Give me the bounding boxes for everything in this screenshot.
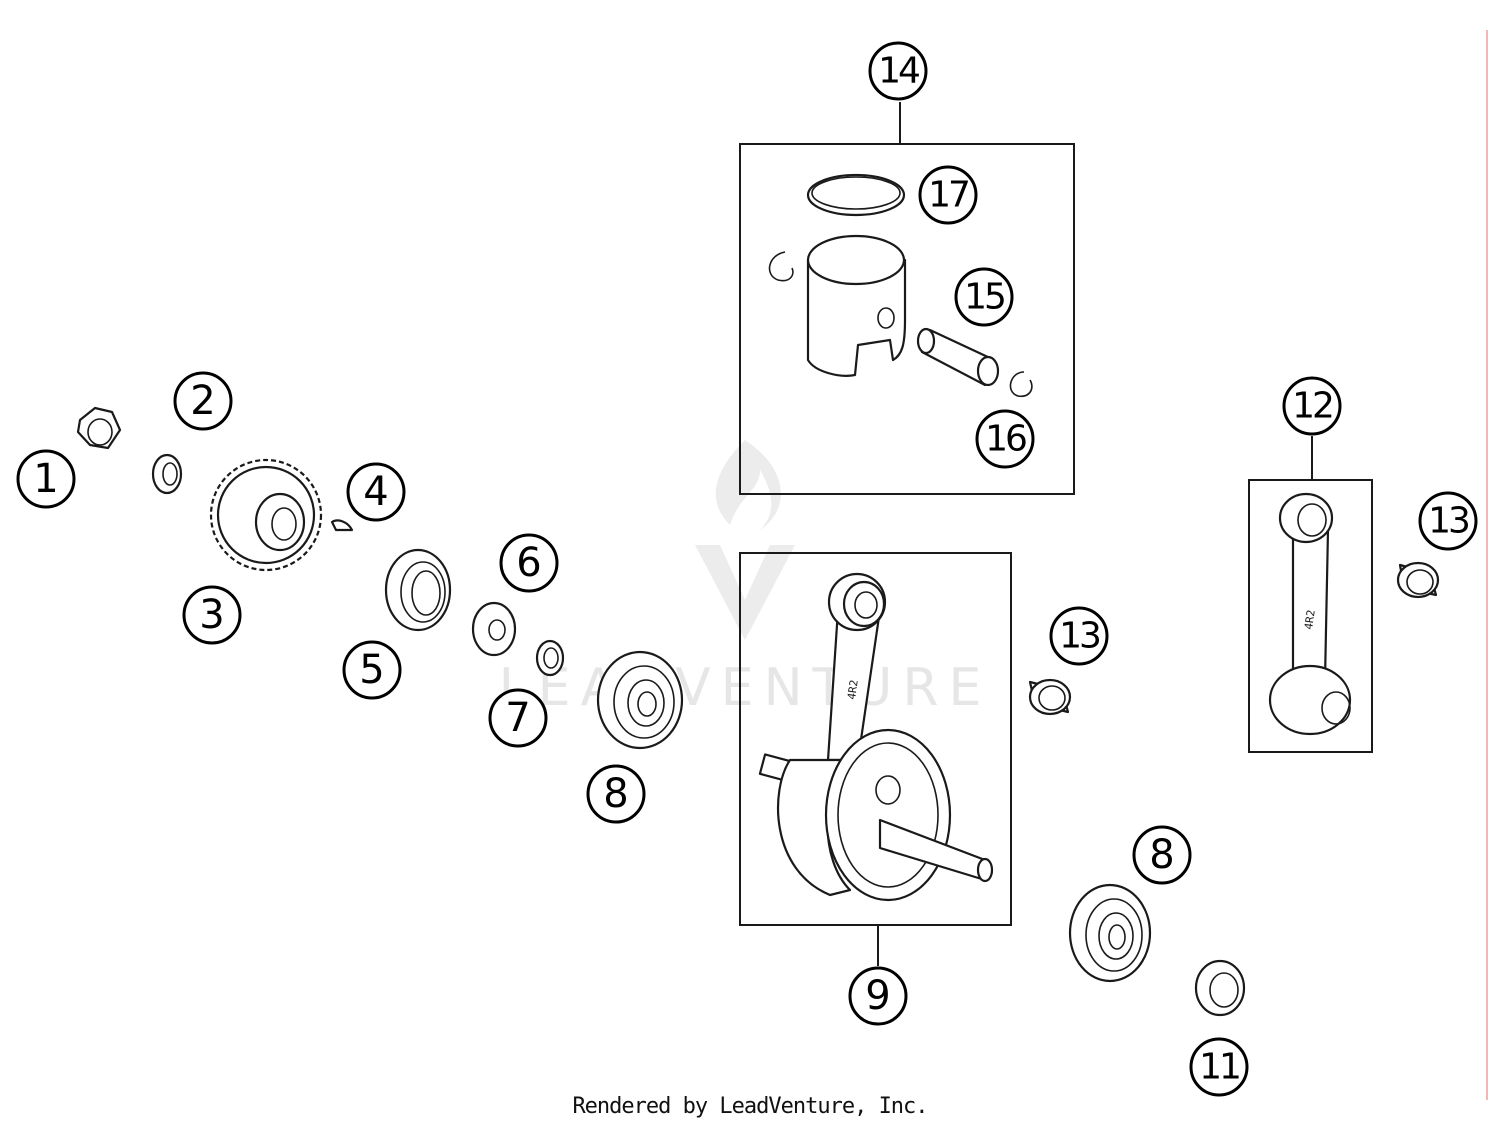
svg-text:6: 6 [516, 540, 541, 586]
part-bearing-left [596, 650, 684, 750]
part-lock-washer [151, 453, 183, 495]
callout-8-right[interactable]: 8 [1132, 825, 1192, 885]
conrod-box [1248, 479, 1373, 753]
svg-text:8: 8 [1149, 832, 1174, 878]
svg-text:7: 7 [505, 695, 530, 741]
part-circlip-left [768, 251, 794, 282]
part-piston-ring [806, 173, 906, 217]
svg-text:13: 13 [1059, 616, 1100, 657]
svg-text:4: 4 [363, 469, 388, 515]
crankshaft-box [739, 552, 1012, 926]
watermark: LEADVENTURE [499, 440, 992, 718]
part-piston [806, 234, 907, 377]
part-needle-bearing-right [1396, 561, 1440, 599]
callout-7[interactable]: 7 [488, 688, 548, 748]
callout-9[interactable]: 9 [848, 966, 908, 1026]
part-piston-pin [916, 327, 1000, 387]
footer-credit: Rendered by LeadVenture, Inc. [572, 1094, 928, 1119]
part-seal [384, 548, 452, 632]
svg-text:17: 17 [928, 175, 968, 216]
callout-11[interactable]: 11 [1189, 1037, 1249, 1097]
callout-3[interactable]: 3 [182, 585, 242, 645]
part-key [330, 519, 354, 532]
callout-8-left[interactable]: 8 [586, 764, 646, 824]
part-crankshaft: 4R2 [758, 572, 994, 902]
callout-2[interactable]: 2 [173, 371, 233, 431]
svg-text:15: 15 [964, 277, 1004, 318]
page-edge-line [1486, 30, 1488, 1100]
watermark-text: LEADVENTURE [499, 658, 992, 718]
callout-13-right[interactable]: 13 [1418, 491, 1478, 551]
callout-5[interactable]: 5 [342, 640, 402, 700]
callout-15[interactable]: 15 [954, 267, 1014, 327]
svg-text:13: 13 [1428, 501, 1469, 542]
piston-kit-box [739, 143, 1075, 495]
callout-6[interactable]: 6 [499, 533, 559, 593]
callout-14[interactable]: 14 [868, 41, 928, 101]
svg-text:9: 9 [865, 973, 890, 1019]
part-connecting-rod: 4R2 [1268, 492, 1352, 736]
part-gear [209, 458, 323, 572]
callout-16[interactable]: 16 [975, 409, 1035, 469]
svg-text:16: 16 [985, 419, 1026, 460]
svg-text:1: 1 [33, 456, 58, 502]
callout-1[interactable]: 1 [16, 449, 76, 509]
part-washer [471, 601, 517, 657]
part-nut [76, 406, 122, 450]
part-circlip-right [1009, 371, 1033, 398]
rod-marking-text: 4R2 [845, 679, 861, 700]
callout-4[interactable]: 4 [346, 462, 406, 522]
svg-text:11: 11 [1199, 1047, 1239, 1088]
rod-marking-text-2: 4R2 [1302, 609, 1318, 630]
watermark-flame-icon [715, 440, 781, 530]
callout-17[interactable]: 17 [918, 165, 978, 225]
svg-text:3: 3 [199, 592, 224, 638]
svg-text:2: 2 [190, 378, 215, 424]
svg-text:5: 5 [359, 647, 384, 693]
svg-text:12: 12 [1292, 386, 1332, 427]
watermark-v-icon [695, 545, 795, 640]
part-needle-bearing-middle [1028, 678, 1072, 716]
svg-text:8: 8 [603, 771, 628, 817]
callout-13-middle[interactable]: 13 [1049, 606, 1109, 666]
part-small-washer [535, 639, 565, 677]
callout-12[interactable]: 12 [1282, 376, 1342, 436]
part-seal-ring [1194, 959, 1246, 1017]
part-bearing-right [1068, 883, 1152, 983]
svg-text:14: 14 [878, 51, 919, 92]
